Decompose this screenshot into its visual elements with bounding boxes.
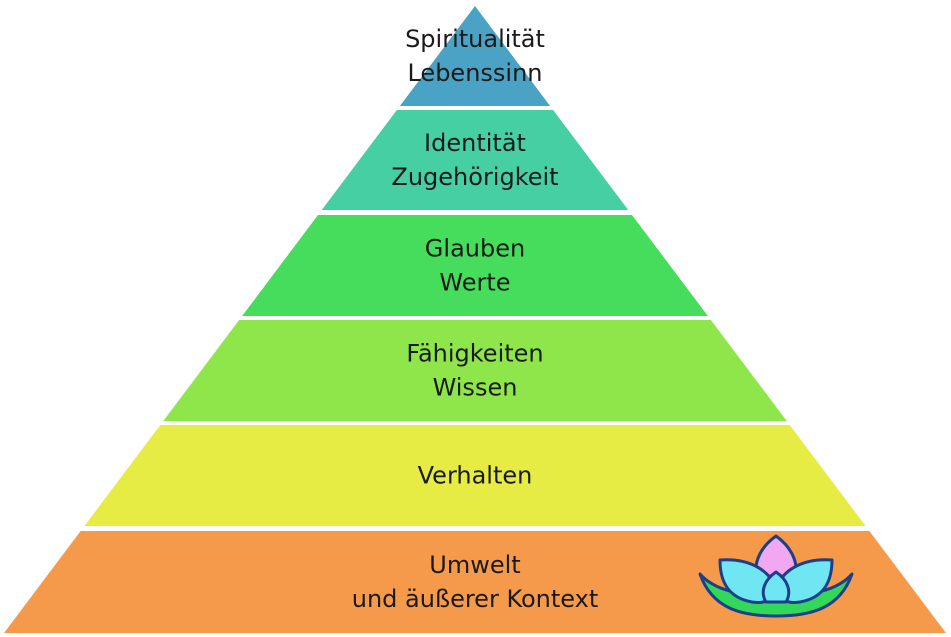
pyramid-level-6-label-2: und äußerer Kontext: [352, 585, 599, 613]
pyramid-level-5-label-1: Verhalten: [418, 462, 533, 490]
pyramid-level-2-label-2: Zugehörigkeit: [391, 163, 558, 191]
pyramid-levels: SpiritualitätLebenssinnIdentitätZugehöri…: [4, 6, 946, 633]
pyramid-level-6: [4, 531, 946, 633]
pyramid-level-4: [163, 320, 787, 421]
pyramid-level-1-label-1: Spiritualität: [405, 25, 545, 53]
lotus-petal-center: [761, 570, 791, 604]
pyramid-level-3: [242, 215, 708, 316]
pyramid-level-4-label-2: Wissen: [433, 374, 518, 402]
pyramid-level-4-label-1: Fähigkeiten: [406, 340, 543, 368]
pyramid-level-2-label-1: Identität: [424, 129, 526, 157]
pyramid-level-3-label-1: Glauben: [425, 235, 525, 263]
pyramid-level-3-label-2: Werte: [439, 269, 510, 297]
pyramid-level-1: [399, 6, 551, 106]
lotus-icon: [698, 534, 854, 618]
pyramid-level-6-label-1: Umwelt: [429, 551, 520, 579]
pyramid-level-5: [84, 425, 866, 526]
pyramid-level-1-label-2: Lebenssinn: [407, 59, 542, 87]
pyramid-level-2: [321, 110, 629, 210]
